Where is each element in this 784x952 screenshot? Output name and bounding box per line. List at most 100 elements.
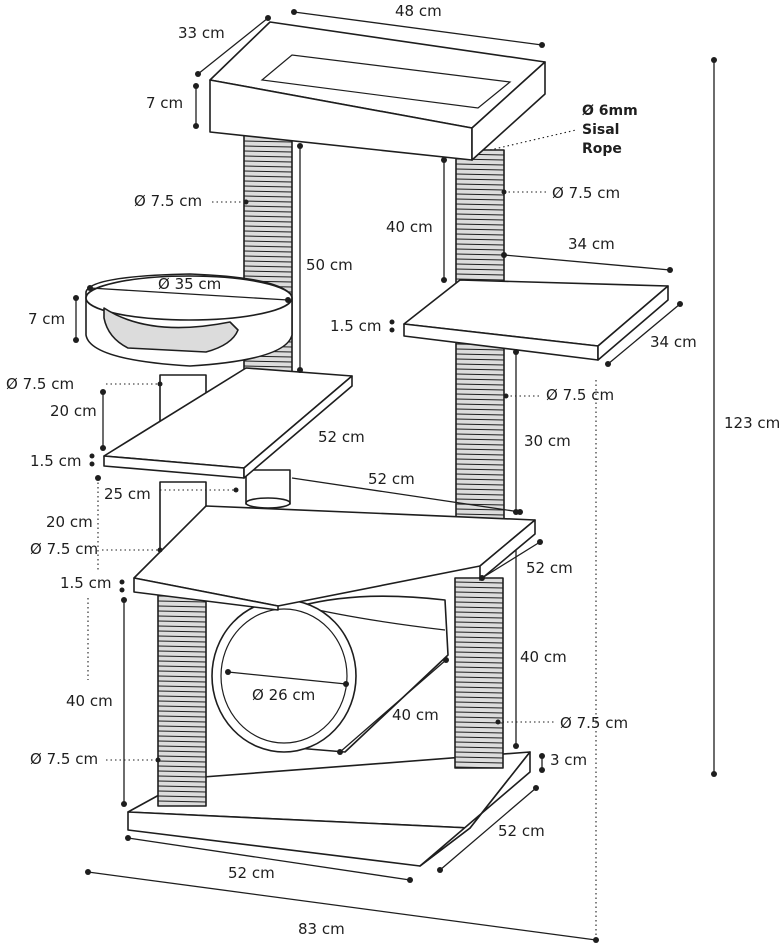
sisal-rope-line — [454, 766, 504, 769]
sisal-rope-line — [157, 665, 207, 668]
sisal-rope-line — [455, 468, 505, 471]
sisal-rope-line — [455, 483, 505, 486]
sisal-rope-line — [157, 620, 207, 623]
sisal-rope-line — [455, 423, 505, 426]
label-bed-height: 7 cm — [28, 310, 65, 328]
sisal-rope-line — [157, 645, 207, 648]
sisal-rope-line — [454, 601, 504, 604]
sisal-rope-line — [455, 178, 505, 181]
sisal-rope-line — [455, 403, 505, 406]
sisal-rope-line — [454, 691, 504, 694]
label-post-low-left: Ø 7.5 cm — [30, 540, 98, 558]
sisal-rope-line — [243, 205, 293, 208]
label-sisal-diameter: Ø 6mm — [582, 103, 638, 119]
label-lower-plat-width: 52 cm — [368, 470, 415, 488]
label-top-height: 7 cm — [146, 94, 183, 112]
label-small-plat-thick: 1.5 cm — [30, 452, 81, 470]
label-tunnel-length: 40 cm — [392, 706, 439, 724]
label-post-left-long-h: 50 cm — [306, 256, 353, 274]
sisal-rope-line — [455, 418, 505, 421]
sisal-rope-line — [454, 631, 504, 634]
sisal-rope-line — [455, 383, 505, 386]
sisal-rope-line — [455, 268, 505, 271]
sisal-rope-line — [454, 741, 504, 744]
label-base-width: 52 cm — [228, 864, 275, 882]
sisal-rope-line — [455, 443, 505, 446]
sisal-rope-line — [455, 413, 505, 416]
sisal-rope-line — [455, 248, 505, 251]
sisal-rope-line — [243, 165, 293, 168]
sisal-rope-line — [455, 213, 505, 216]
sisal-rope-line — [157, 610, 207, 613]
sisal-rope-line — [455, 353, 505, 356]
sisal-rope-line — [455, 398, 505, 401]
sisal-rope-line — [455, 238, 505, 241]
sisal-rope-line — [157, 670, 207, 673]
sisal-rope-line — [455, 428, 505, 431]
sisal-rope-line — [157, 715, 207, 718]
label-post-left-bottom: Ø 7.5 cm — [30, 750, 98, 768]
sisal-rope-line — [243, 185, 293, 188]
tunnel — [211, 595, 449, 753]
sisal-rope-line — [455, 183, 505, 186]
sisal-rope-line — [454, 681, 504, 684]
sisal-rope-line — [157, 720, 207, 723]
sisal-rope-line — [455, 433, 505, 436]
label-small-plat-depth: 52 cm — [318, 428, 365, 446]
label-post-left-bottom-h: 40 cm — [66, 692, 113, 710]
label-total-height: 123 cm — [724, 414, 780, 432]
sisal-rope-line — [455, 368, 505, 371]
sisal-rope-line — [454, 716, 504, 719]
sisal-rope-line — [157, 600, 207, 603]
label-post-mid-left: Ø 7.5 cm — [6, 375, 74, 393]
sisal-rope-line — [455, 378, 505, 381]
sisal-rope-line — [455, 163, 505, 166]
right-platform — [403, 279, 669, 361]
label-top-depth: 33 cm — [178, 24, 225, 42]
sisal-rope-line — [455, 243, 505, 246]
sisal-rope-line — [157, 725, 207, 728]
sisal-rope-line — [455, 348, 505, 351]
sisal-rope-line — [243, 240, 293, 243]
sisal-rope-line — [243, 180, 293, 183]
sisal-rope-line — [243, 260, 293, 263]
label-sisal-word1: Sisal — [582, 122, 619, 138]
sisal-rope-line — [454, 706, 504, 709]
sisal-rope-line — [157, 770, 207, 773]
label-post-right-top-h: 40 cm — [386, 218, 433, 236]
sisal-rope-line — [157, 655, 207, 658]
sisal-rope-line — [157, 605, 207, 608]
sisal-rope-line — [455, 228, 505, 231]
sisal-rope-line — [454, 636, 504, 639]
sisal-rope-line — [455, 168, 505, 171]
sisal-rope-line — [455, 253, 505, 256]
sisal-rope-line — [157, 730, 207, 733]
post-right-bottom — [454, 577, 504, 769]
sisal-rope-line — [454, 656, 504, 659]
sisal-rope-line — [454, 591, 504, 594]
sisal-rope-line — [243, 270, 293, 273]
sisal-rope-line — [243, 255, 293, 258]
label-sisal-word2: Rope — [582, 141, 622, 157]
sisal-rope-line — [455, 508, 505, 511]
sisal-rope-line — [455, 233, 505, 236]
sisal-rope-line — [157, 800, 207, 803]
sisal-rope-line — [455, 438, 505, 441]
sisal-rope-line — [454, 676, 504, 679]
post-mid-center — [245, 469, 291, 509]
label-bed-diameter: Ø 35 cm — [158, 275, 221, 293]
sisal-rope-line — [157, 790, 207, 793]
sisal-rope-line — [455, 493, 505, 496]
sisal-rope-line — [157, 765, 207, 768]
sisal-rope-line — [454, 701, 504, 704]
sisal-rope-line — [455, 258, 505, 261]
sisal-rope-line — [454, 621, 504, 624]
sisal-rope-line — [454, 626, 504, 629]
sisal-rope-line — [243, 170, 293, 173]
sisal-rope-line — [157, 615, 207, 618]
sisal-rope-line — [455, 373, 505, 376]
sisal-rope-line — [157, 650, 207, 653]
sisal-rope-line — [455, 388, 505, 391]
sisal-rope-line — [455, 173, 505, 176]
sisal-rope-line — [157, 775, 207, 778]
